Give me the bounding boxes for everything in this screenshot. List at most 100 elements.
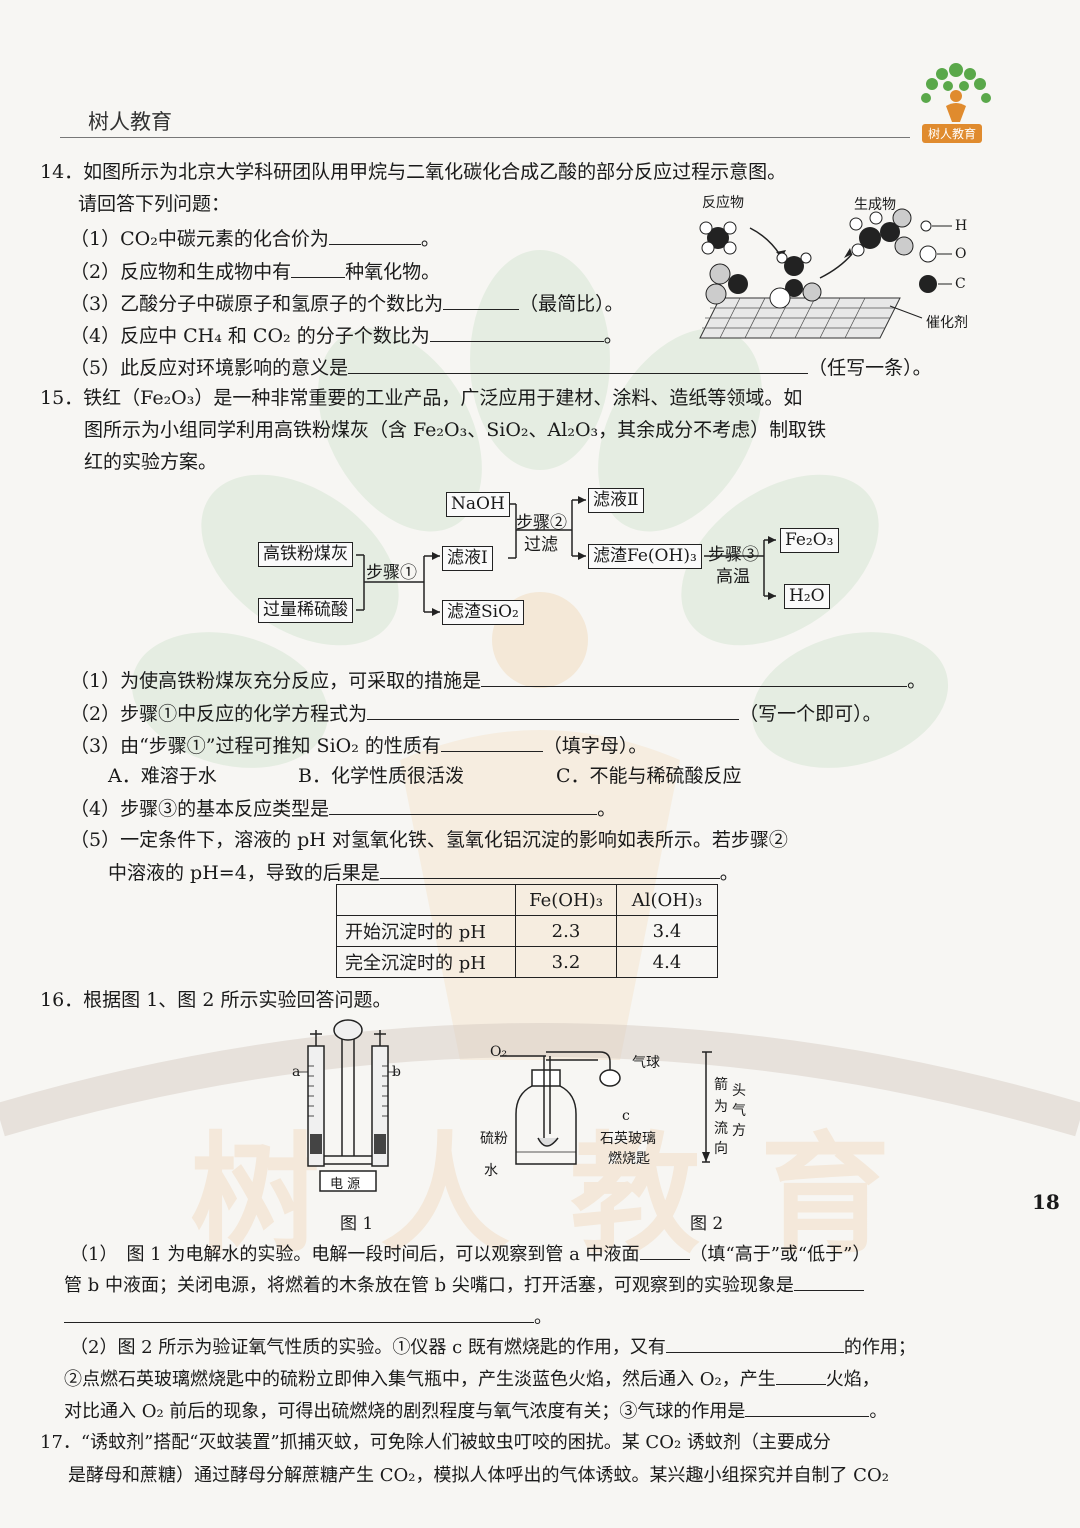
answer-blank[interactable] xyxy=(745,1398,870,1417)
q15-part2: （2）步骤①中反应的化学方程式为（写一个即可）。 xyxy=(70,701,882,726)
q15-part4: （4）步骤③的基本反应类型是 。 xyxy=(70,796,616,821)
table-cell: 完全沉淀时的 pH xyxy=(336,946,516,978)
catalyst-label: 催化剂 xyxy=(926,315,968,331)
q14-part4-end: 。 xyxy=(603,325,623,347)
answer-blank[interactable] xyxy=(443,291,520,310)
fig2-spoon-label2: 燃烧匙 xyxy=(608,1151,650,1167)
q15-part2-text: （2）步骤①中反应的化学方程式为 xyxy=(70,703,368,725)
answer-blank[interactable] xyxy=(379,860,720,879)
q14-part5-end: （任写一条）。 xyxy=(808,357,932,379)
q14-stem: 14．如图所示为北京大学科研团队用甲烷与二氧化碳化合成乙酸的部分反应过程示意图。 xyxy=(40,161,787,183)
q14-part3-text: （3）乙酸分子中碳原子和氢原子的个数比为 xyxy=(70,293,444,315)
q14-part4-text: （4）反应中 CH₄ 和 CO₂ 的分子个数比为 xyxy=(70,325,430,347)
flow-filtrate2: 滤液Ⅱ xyxy=(588,488,644,513)
answer-blank[interactable] xyxy=(639,1241,690,1260)
q15-part5-line1: （5）一定条件下，溶液的 pH 对氢氧化铁、氢氧化铝沉淀的影响如表所示。若步骤② xyxy=(70,829,788,851)
q17-line2: 是酵母和蔗糖）通过酵母分解蔗糖产生 CO₂，模拟人体呼出的气体诱蚊。某兴趣小组探… xyxy=(68,1465,889,1486)
legend-h-label: H xyxy=(955,218,968,234)
q14-part2: （2）反应物和生成物中有种氧化物。 xyxy=(70,259,440,284)
q14-part1-text: （1）CO₂中碳元素的化合价为 xyxy=(70,228,329,250)
q14-part5: （5）此反应对环境影响的意义是 （任写一条）。 xyxy=(70,355,932,380)
answer-blank[interactable] xyxy=(440,733,543,752)
q16-part1-text2: 管 b 中液面；关闭电源，将燃着的木条放在管 b 尖嘴口，打开活塞，可观察到的实… xyxy=(64,1275,794,1296)
fig2-c-label: c xyxy=(622,1108,630,1124)
q16-part1-note: （填“高于”或“低于”） xyxy=(689,1244,871,1265)
q16-part2-text: （2）图 2 所示为验证氧气性质的实验。①仪器 c 既有燃烧匙的作用，又有 xyxy=(70,1337,666,1358)
flow-high-temp: 高温 xyxy=(716,567,750,587)
q14-prompt: 请回答下列问题： xyxy=(78,193,231,215)
q16-part1-line1: （1） 图 1 为电解水的实验。电解一段时间后，可以观察到管 a 中液面（填“高… xyxy=(70,1241,870,1267)
q15-part5-end: 。 xyxy=(719,862,739,884)
answer-blank[interactable] xyxy=(328,226,421,245)
reactant-molecule xyxy=(699,221,748,305)
fig2-caption: 图 2 xyxy=(690,1214,724,1234)
fig1-label-a: a xyxy=(292,1064,301,1080)
flow-h2o: H₂O xyxy=(784,584,830,609)
flow-step1: 步骤① xyxy=(366,563,417,583)
q16-part1-end: 。 xyxy=(534,1307,552,1328)
q16-stem: 16．根据图 1、图 2 所示实验回答问题。 xyxy=(40,989,392,1011)
watermark-text: 树人教育 xyxy=(190,1118,951,1271)
table-cell: 4.4 xyxy=(616,946,718,978)
flow-acid: 过量稀硫酸 xyxy=(258,598,353,623)
fig1-label-b: b xyxy=(392,1064,401,1080)
answer-blank[interactable] xyxy=(665,1334,844,1353)
table-cell: 开始沉淀时的 pH xyxy=(336,915,516,947)
arrow-note-char: 头 xyxy=(732,1083,746,1099)
flow-step3: 步骤③ xyxy=(708,545,759,565)
fig1-caption: 图 1 xyxy=(340,1214,374,1234)
arrow-note-char: 向 xyxy=(714,1141,728,1157)
answer-blank[interactable] xyxy=(64,1304,534,1323)
q14-part2-end: 种氧化物。 xyxy=(345,261,441,283)
answer-blank[interactable] xyxy=(348,355,809,374)
flow-filter: 过滤 xyxy=(524,535,558,555)
flow-residue-feoh: 滤渣Fe(OH)₃ xyxy=(588,544,702,569)
q14-part1-end: 。 xyxy=(420,228,440,250)
reaction-diagram xyxy=(699,208,952,339)
answer-blank[interactable] xyxy=(793,1272,864,1291)
q14-part3: （3）乙酸分子中碳原子和氢原子的个数比为 （最简比）。 xyxy=(70,291,624,316)
q15-stem-line3: 红的实验方案。 xyxy=(84,451,218,473)
fig2-water-label: 水 xyxy=(484,1163,498,1179)
flowchart-lines xyxy=(356,496,776,616)
legend-o-label: O xyxy=(955,246,967,262)
answer-blank[interactable] xyxy=(367,701,740,720)
q15-part4-end: 。 xyxy=(597,798,617,820)
table-header-row: Fe(OH)₃ Al(OH)₃ xyxy=(336,884,718,916)
q15-part3: （3）由“步骤①”过程可推知 SiO₂ 的性质有（填字母）。 xyxy=(70,733,647,758)
diagram-reactant-label: 反应物 xyxy=(702,195,744,211)
fig2-o2-label: O₂ xyxy=(490,1044,508,1060)
q15-part1: （1）为使高铁粉煤灰充分反应，可采取的措施是 。 xyxy=(70,668,926,693)
q15-part5-line2: 中溶液的 pH=4，导致的后果是。 xyxy=(108,860,739,885)
q15-option-c[interactable]: C．不能与稀硫酸反应 xyxy=(556,765,742,787)
q14-part5-text: （5）此反应对环境影响的意义是 xyxy=(70,357,349,379)
page-number: 18 xyxy=(1032,1190,1060,1214)
table-header-cell: Fe(OH)₃ xyxy=(515,884,617,916)
answer-blank[interactable] xyxy=(329,796,598,815)
q15-part4-text: （4）步骤③的基本反应类型是 xyxy=(70,798,330,820)
q16-part2-line2: ②点燃石英玻璃燃烧匙中的硫粉立即伸入集气瓶中，产生淡蓝色火焰，然后通入 O₂，产… xyxy=(64,1366,880,1392)
answer-blank[interactable] xyxy=(429,323,604,342)
flow-naoh: NaOH xyxy=(446,492,510,517)
catalyst-surface xyxy=(699,297,901,339)
answer-blank[interactable] xyxy=(291,259,346,278)
ph-table: Fe(OH)₃ Al(OH)₃ 开始沉淀时的 pH 2.3 3.4 完全沉淀时的… xyxy=(336,884,718,978)
header-title: 树人教育 xyxy=(88,110,172,134)
q16-part1-line2: 管 b 中液面；关闭电源，将燃着的木条放在管 b 尖嘴口，打开活塞，可观察到的实… xyxy=(64,1272,864,1298)
fig2-sulfur-label: 硫粉 xyxy=(480,1131,508,1147)
product-molecule xyxy=(849,208,914,257)
table-row: 开始沉淀时的 pH 2.3 3.4 xyxy=(336,915,718,947)
flow-filtrate1: 滤液Ⅰ xyxy=(442,546,493,571)
answer-blank[interactable] xyxy=(775,1366,826,1385)
q14-part3-end: （最简比）。 xyxy=(519,293,624,315)
q15-part1-end: 。 xyxy=(907,670,927,692)
legend-hydrogen xyxy=(920,220,952,232)
q15-option-b[interactable]: B．化学性质很活泼 xyxy=(298,765,464,787)
figure1-electrolysis xyxy=(298,1019,398,1192)
q16-part2-text3: 对比通入 O₂ 前后的现象，可得出硫燃烧的剧烈程度与氧气浓度有关；③气球的作用是 xyxy=(64,1401,746,1422)
q15-option-a[interactable]: A．难溶于水 xyxy=(108,765,217,787)
logo-icon xyxy=(921,63,991,122)
intermediate-molecule xyxy=(769,252,822,309)
answer-blank[interactable] xyxy=(481,668,908,687)
q15-part1-text: （1）为使高铁粉煤灰充分反应，可采取的措施是 xyxy=(70,670,482,692)
